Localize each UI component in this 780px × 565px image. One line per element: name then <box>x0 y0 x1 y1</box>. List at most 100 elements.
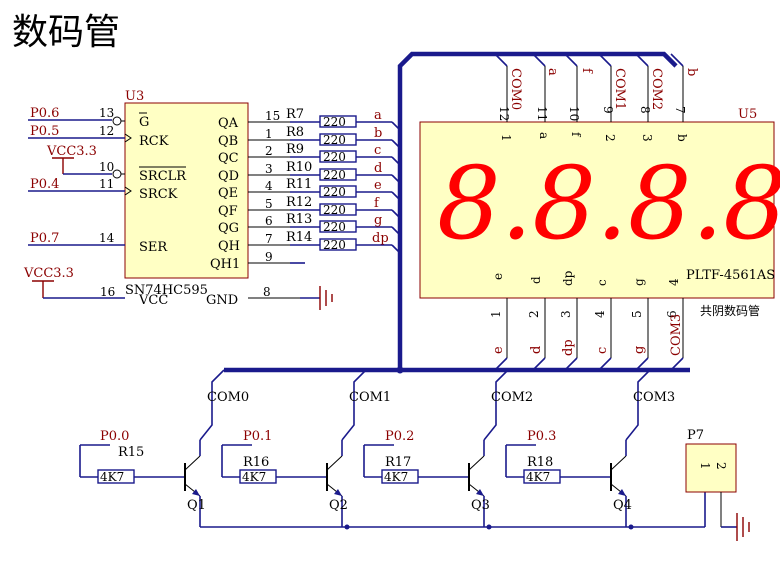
port-label: P0.1 <box>243 429 272 444</box>
resistor-value: 220 <box>323 150 346 164</box>
resistor-ref: R15 <box>118 445 144 460</box>
net-label: f <box>579 68 594 74</box>
pin-name: SRCLR <box>139 169 187 184</box>
pin-name: QC <box>218 151 239 166</box>
net-label: a <box>545 68 560 76</box>
resistor-ref: R12 <box>286 195 312 210</box>
segment-resistors: R7 R8 R9 R10 R11 R12 R13 R14 220 220 220… <box>286 107 401 254</box>
resistor-value: 220 <box>323 133 346 147</box>
u5-part: PLTF-4561AS <box>686 268 775 283</box>
pin-name: QH1 <box>210 257 240 272</box>
pin-name: f <box>569 132 583 138</box>
pin-number: 2 <box>714 462 728 470</box>
pin-number: 2 <box>265 144 273 158</box>
pin-name: 1 <box>499 134 513 142</box>
port-label: P0.0 <box>100 429 129 444</box>
net-label: a <box>374 108 382 123</box>
pin-number: 1 <box>265 127 273 141</box>
connector-ref: P7 <box>687 428 704 443</box>
net-label: COM3 <box>669 314 684 356</box>
pin-number: 7 <box>265 232 273 246</box>
resistor-ref: R13 <box>286 212 312 227</box>
pin-number: 11 <box>99 177 114 191</box>
pin-name: VCC <box>138 293 168 308</box>
net-label: c <box>595 347 610 354</box>
net-label: d <box>374 161 382 176</box>
pin-number: 3 <box>265 162 273 176</box>
pin-name: QF <box>218 204 238 219</box>
pin-name: SRCK <box>139 187 178 202</box>
resistor-value: 220 <box>323 185 346 199</box>
pin-number: 15 <box>265 109 280 123</box>
pin-name: g <box>632 278 646 286</box>
net-label: c <box>374 143 381 158</box>
transistor-ref: Q4 <box>613 498 632 513</box>
net-label: g <box>632 346 647 354</box>
u5-ref: U5 <box>738 107 757 122</box>
u3-left-pins: P0.6 13 G P0.5 12 RCK VCC3.3 10 SRCLR P0… <box>23 106 333 310</box>
resistor-ref: R9 <box>286 142 304 157</box>
net-label: f <box>374 196 380 211</box>
connector-p7: P7 1 2 <box>685 428 750 541</box>
net-label: g <box>374 213 382 228</box>
resistor-ref: R8 <box>286 125 304 140</box>
pin-name: 4 <box>667 278 681 286</box>
pin-number: 9 <box>265 250 273 264</box>
pin-number: 5 <box>630 310 644 318</box>
resistor-ref: R18 <box>527 455 553 470</box>
pin-number: 10 <box>567 106 581 121</box>
resistor-value: 4K7 <box>526 470 550 484</box>
resistor-value: 4K7 <box>100 470 124 484</box>
net-label: e <box>374 178 382 193</box>
resistor-ref: R14 <box>286 230 312 245</box>
pin-number: 8 <box>263 285 271 299</box>
pin-number: 7 <box>673 106 687 114</box>
com-label: COM3 <box>633 390 675 405</box>
pin-name: b <box>675 134 689 142</box>
u5-bottom-pins: e d dp c g 4 1 2 3 4 5 6 e d dp c g COM3 <box>489 270 684 371</box>
transistor-ref: Q2 <box>329 498 348 513</box>
net-label: COM1 <box>612 68 627 110</box>
resistor-value: 220 <box>323 115 346 129</box>
net-label: P0.5 <box>30 124 59 139</box>
pin-number: 5 <box>265 197 273 211</box>
net-label-vcc: VCC3.3 <box>46 144 97 159</box>
transistor-ref: Q3 <box>471 498 490 513</box>
pin-name: 3 <box>640 134 654 142</box>
pin-name: dp <box>561 270 575 286</box>
ground-symbol <box>736 513 750 541</box>
resistor-value: 220 <box>323 203 346 217</box>
ground-symbol <box>319 286 333 310</box>
com-label: COM2 <box>491 390 533 405</box>
pin-name: QE <box>218 186 238 201</box>
pin-name: QA <box>218 116 239 131</box>
pin-number: 6 <box>665 310 679 318</box>
resistor-value: 220 <box>323 220 346 234</box>
net-label: dp <box>372 231 389 246</box>
net-label: P0.7 <box>30 231 59 246</box>
u5-top-pins: 12 11 10 9 8 7 1 a f 2 3 b COM0 a f COM1… <box>494 53 699 142</box>
u3-right-pins: QA QB QC QD QE QF QG QH QH1 15 1 2 3 4 5… <box>210 109 320 272</box>
net-label: P0.6 <box>30 106 59 121</box>
pin-name: c <box>595 279 609 286</box>
pin-number: 6 <box>265 214 273 228</box>
pin-name: d <box>529 276 543 284</box>
port-label: P0.2 <box>385 429 414 444</box>
pin-number: 11 <box>535 106 549 121</box>
resistor-value: 220 <box>323 238 346 252</box>
pin-number: 12 <box>99 124 114 138</box>
pin-name: QD <box>218 169 239 184</box>
net-label: COM2 <box>649 68 664 110</box>
resistor-ref: R10 <box>286 160 312 175</box>
pin-name: QB <box>218 134 238 149</box>
pin-number: 1 <box>489 310 503 318</box>
com-label: COM0 <box>207 390 249 405</box>
driver-stage: COM0 COM1 COM2 COM3 P0.0 R15 4K7 Q1 P0.1… <box>79 369 706 530</box>
u3-part: SN74HC595 <box>125 283 208 298</box>
pin-number: 12 <box>497 106 511 121</box>
u3-ref: U3 <box>125 89 144 104</box>
u3-body <box>124 102 249 279</box>
pin-name: G <box>139 115 149 130</box>
pin-name: SER <box>139 240 168 255</box>
